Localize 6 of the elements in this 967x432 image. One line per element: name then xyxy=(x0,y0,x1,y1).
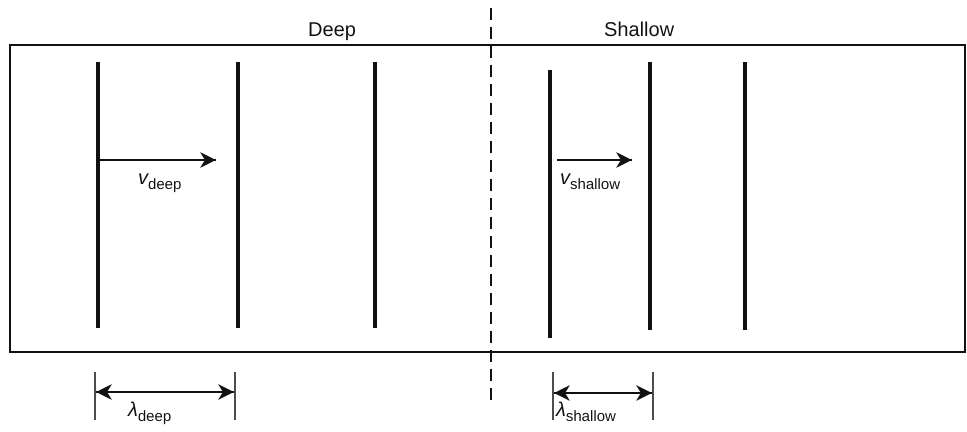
velocity-label: v$_{deep}$ xyxy=(138,168,182,192)
wavelength-label: λ$_{deep}$ xyxy=(128,400,172,424)
region-label: Deep xyxy=(308,20,356,40)
region-label: Shallow xyxy=(604,20,674,40)
velocity-label: v$_{shallow}$ xyxy=(560,168,620,192)
wavelength-label: λ$_{shallow}$ xyxy=(556,400,616,424)
